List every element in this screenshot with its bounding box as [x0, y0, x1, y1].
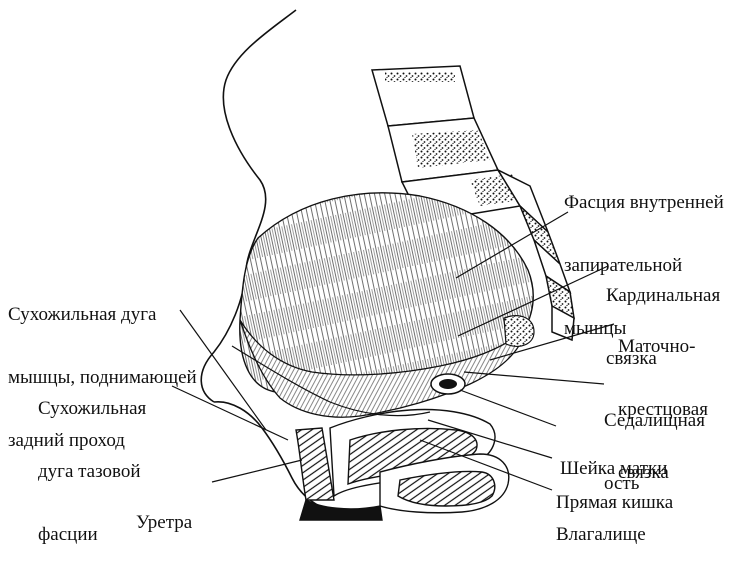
- label-pelvic-fascia-arch: Сухожильная дуга тазовой фасции: [38, 356, 146, 566]
- pelvic-organs: [296, 410, 509, 520]
- label-vagina: Влагалище: [556, 482, 646, 566]
